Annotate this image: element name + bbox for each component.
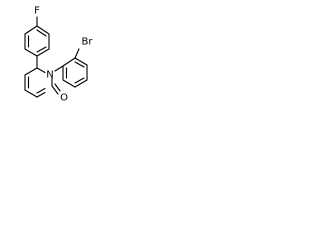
bond: [36, 25, 50, 35]
bond: [74, 57, 88, 66]
nitrogen-label: N: [46, 70, 53, 81]
bond-c-o-double: [54, 83, 61, 92]
bond: [24, 89, 38, 98]
bromophenyl-ring: [62, 57, 88, 88]
bond: [74, 79, 88, 88]
double-bond: [74, 61, 85, 68]
bond: [36, 48, 50, 57]
double-bond: [36, 87, 46, 94]
bromine-label: Br: [82, 37, 94, 48]
bond: [36, 67, 46, 74]
fluorophenyl-ring: [24, 25, 50, 57]
chemical-structure-diagram: F N O Br: [24, 6, 94, 104]
bond-n-ch2: [54, 65, 64, 72]
bond: [24, 67, 38, 76]
bond: [62, 57, 76, 67]
fluorine-label: F: [34, 6, 40, 17]
bond: [24, 48, 38, 57]
oxygen-label: O: [60, 93, 68, 104]
bond: [36, 91, 46, 98]
double-bond: [74, 77, 85, 84]
bond-c-br: [74, 48, 80, 59]
bond-c-o: [51, 85, 59, 95]
double-bond: [36, 29, 47, 37]
bond: [24, 25, 38, 35]
bond: [62, 79, 76, 88]
double-bond: [36, 46, 47, 53]
pyridinone-ring: [24, 67, 53, 98]
